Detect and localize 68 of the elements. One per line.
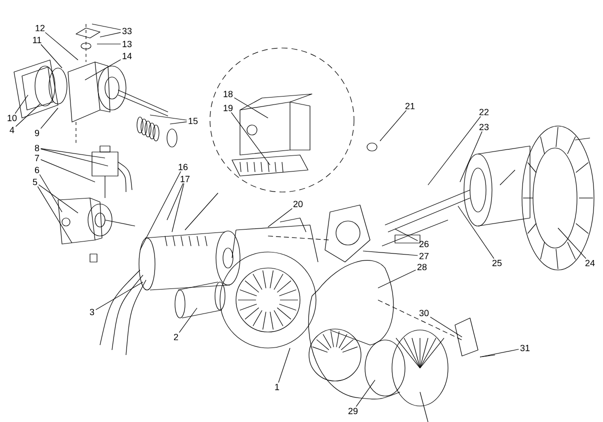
leader-line [428,116,481,186]
callout-number: 25 [492,260,502,266]
leader-line [380,110,406,142]
leader-line [40,148,108,166]
callout-number: 21 [405,102,415,110]
leader-line [38,184,78,214]
callout-number: 30 [419,310,429,316]
leader-line [378,270,416,288]
callout-number: 6 [34,166,40,174]
leader-line [16,104,40,127]
leader-line [234,97,268,118]
callout-number: 27 [419,252,429,260]
leader-line [170,122,188,124]
leader-line [356,380,376,407]
callout-number: 24 [585,260,595,266]
callout-number: 17 [180,176,190,182]
leader-line [278,348,290,383]
leader-line [96,282,144,310]
leader-line [14,94,28,114]
leader-line [44,32,78,60]
callout-number: 31 [520,344,530,352]
callout-number: 3 [90,308,94,316]
leader-line [268,208,292,228]
leader-line [430,316,462,338]
callout-number: 28 [417,264,427,270]
callout-number: 33 [122,28,132,34]
leader-line [40,108,58,129]
leader-line [362,250,418,256]
callout-number: 26 [419,240,429,248]
callout-number: 19 [224,104,233,112]
leader-line [480,348,520,358]
leader-line [37,186,72,244]
leader-line [150,114,188,120]
callout-number: 11 [33,36,42,44]
callout-number: 1 [275,384,280,390]
callout-number: 4 [10,126,14,134]
callout-number: 16 [178,164,188,170]
callout-number: 10 [8,114,17,122]
callout-number: 8 [34,144,40,152]
leader-line [460,131,482,182]
callout-number: 20 [293,200,303,208]
leader-line [558,228,586,259]
leader-line [39,174,62,212]
callout-number: 15 [188,118,198,124]
callout-number: 7 [34,154,40,162]
leader-line [40,44,62,68]
callout-number: 14 [122,52,132,60]
leader-line [394,228,418,242]
leader-line [178,308,198,333]
leader-line [231,112,270,166]
leader-line [172,183,184,232]
leader-line [84,59,122,80]
callout-number: 22 [479,108,489,116]
callout-number: 5 [32,178,38,186]
leader-line [40,148,106,158]
leader-line [458,206,494,259]
callout-number: 2 [174,334,178,340]
leader-line [40,159,96,182]
leader-line [140,171,181,250]
leader-line [100,32,122,38]
callout-number: 29 [348,408,358,414]
leader-line [166,183,184,220]
callout-number: 18 [224,90,233,98]
callout-number: 23 [479,124,489,130]
callout-number: 9 [34,130,40,136]
leader-line [92,24,122,30]
callout-number: 13 [122,40,132,48]
callout-number: 12 [36,24,45,32]
